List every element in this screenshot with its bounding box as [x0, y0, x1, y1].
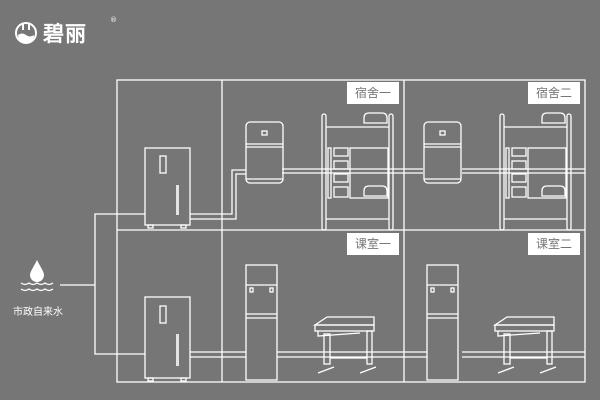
brand-logo: 碧丽 ® [14, 16, 117, 48]
desk-class-2 [492, 316, 557, 374]
bunk-bed-dorm-1 [321, 112, 394, 231]
water-dispenser-dorm-1 [245, 121, 284, 184]
building-outline [116, 79, 586, 383]
room-label-dorm-2: 宿舍二 [528, 82, 580, 104]
room-label-dorm-1: 宿舍一 [347, 82, 399, 104]
water-dispenser-dorm-2 [423, 121, 462, 184]
room-label-class-2: 课室二 [528, 233, 580, 255]
bunk-bed-dorm-2 [499, 112, 572, 231]
brand-name: 碧丽 [43, 22, 87, 46]
water-source-label: 市政自来水 [13, 307, 63, 318]
water-dispenser-class-2 [426, 264, 459, 381]
inlet-pipe [60, 213, 145, 355]
purifier-machine-classroom [144, 296, 191, 382]
desk-class-1 [312, 316, 377, 374]
water-dispenser-class-1 [245, 264, 278, 381]
water-drop-icon [20, 260, 54, 292]
purifier-machine-dorm [144, 147, 191, 229]
room-label-class-1: 课室一 [347, 233, 399, 255]
classroom-pipe [190, 351, 585, 358]
registered-mark: ® [110, 16, 117, 24]
brand-logo-icon [15, 22, 37, 44]
